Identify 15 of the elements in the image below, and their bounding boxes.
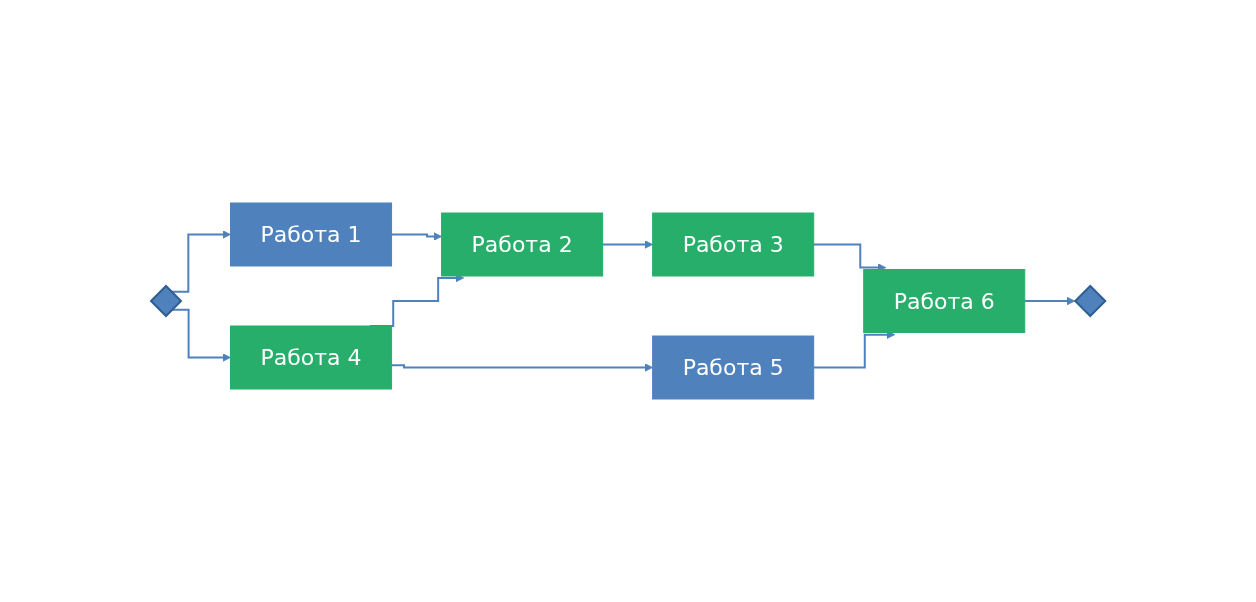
node-box: Работа 6: [863, 269, 1026, 333]
arrow: [1023, 296, 1076, 306]
node-box: Работа 2: [440, 212, 603, 277]
node-box: Работа 3: [652, 212, 815, 277]
node-box: Работа 5: [652, 335, 815, 400]
arrow: [170, 230, 231, 293]
arrow: [812, 330, 896, 369]
node-box: Работа 1: [229, 202, 392, 267]
arrow: [390, 232, 442, 241]
node-box: Работа 4: [229, 325, 392, 390]
node-diamond: [1073, 284, 1107, 318]
arrow: [390, 363, 653, 372]
arrow: [812, 243, 887, 272]
arrow: [601, 240, 653, 249]
node-diamond: [149, 284, 183, 318]
